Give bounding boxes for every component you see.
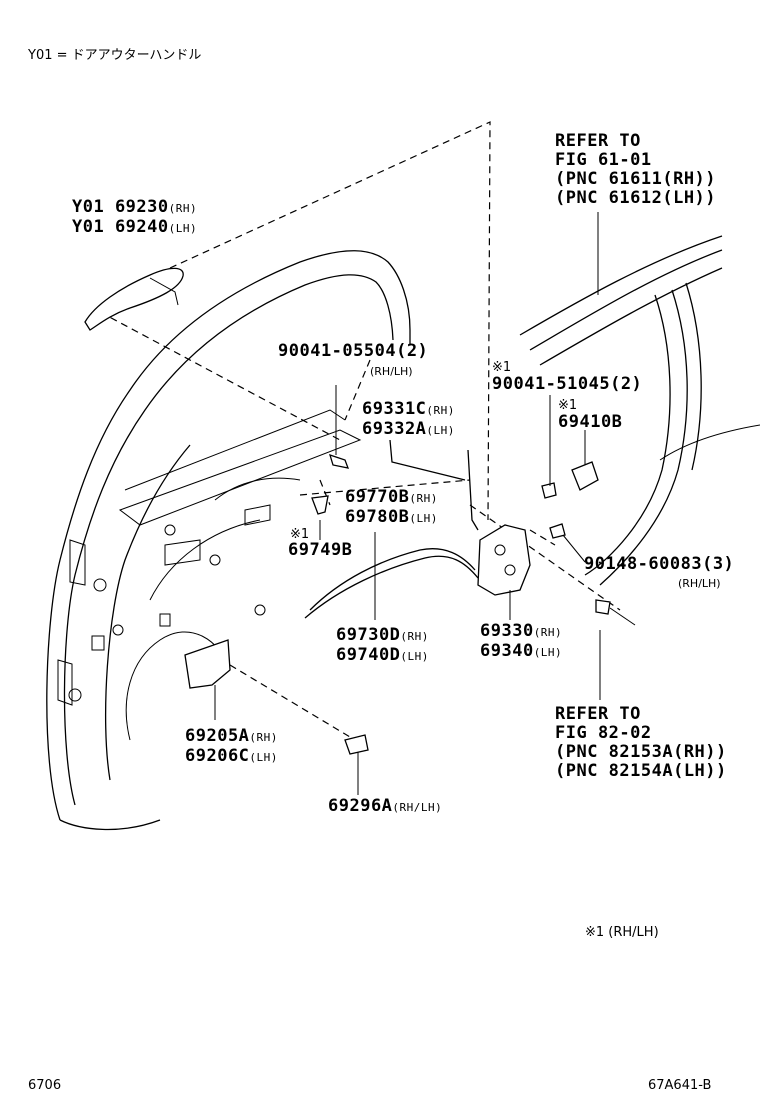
label-69410b: 69410B [558, 412, 623, 432]
label-clip-69749b: 69749B [288, 540, 353, 560]
lock-part [477, 524, 531, 596]
label-bolt2-mark: ※1 [492, 360, 512, 375]
inner-handle-part [184, 639, 231, 689]
fasteners [311, 453, 636, 755]
label-lock: 69330(RH)69340(LH) [480, 621, 563, 661]
guide-lines [99, 121, 621, 741]
label-screw-90148: 90148-60083(3) [584, 554, 735, 574]
label-cable-lower: 69730D(RH)69740D(LH) [336, 625, 429, 665]
label-bolt-90041-05504: 90041-05504(2) [278, 341, 429, 361]
label-69410b-mark: ※1 [558, 398, 578, 413]
label-inner-handle: 69205A(RH)69206C(LH) [185, 726, 278, 766]
cable-part [304, 548, 479, 619]
label-bolt-90041-05504-side: (RH/LH) [370, 365, 413, 378]
label-clip-mark: ※1 [290, 527, 310, 542]
label-outer-handle: Y01 69230(RH)Y01 69240(LH) [72, 197, 198, 237]
footnote: ※1 (RH/LH) [585, 925, 659, 940]
label-bolt-90041-51045: 90041-51045(2) [492, 374, 643, 394]
door-frame [46, 250, 411, 831]
label-cable-upper: 69770B(RH)69780B(LH) [345, 487, 438, 527]
leader-lines [214, 212, 601, 795]
page-code: 6706 [28, 1078, 62, 1093]
figure-code: 67A641-B [648, 1078, 712, 1093]
legend-text: Y01 = ドアアウターハンドル [28, 48, 202, 63]
label-rod: 69331C(RH)69332A(LH) [362, 399, 455, 439]
outer-handle-part [84, 267, 184, 331]
label-screw-side: (RH/LH) [678, 577, 721, 590]
body-panel [519, 235, 760, 586]
rod-part [389, 439, 479, 531]
label-plug-69296a: 69296A(RH/LH) [328, 796, 443, 816]
